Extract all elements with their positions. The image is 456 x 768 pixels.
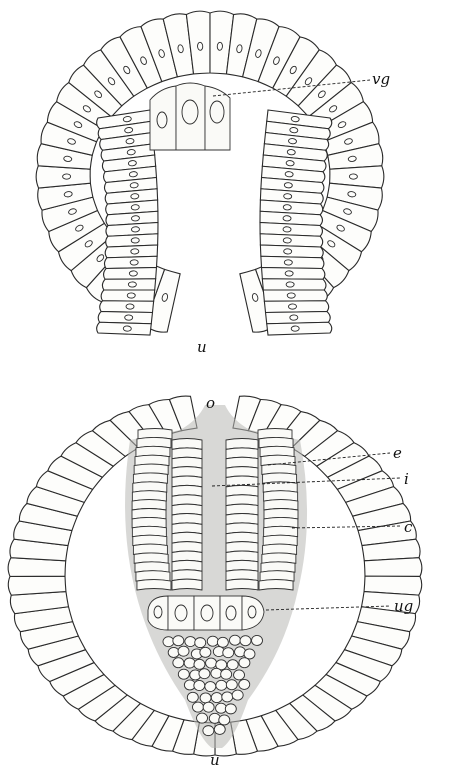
column-cell xyxy=(259,580,293,590)
yolk-cell xyxy=(194,659,205,669)
yolk-cell xyxy=(194,680,205,690)
yolk-cell xyxy=(178,669,189,679)
yolk-cell xyxy=(229,635,240,645)
yolk-cell xyxy=(211,668,222,678)
top-embryo: vg u xyxy=(36,11,390,356)
yolk-cell xyxy=(223,648,234,658)
yolk-cell xyxy=(219,715,230,725)
yolk-cell xyxy=(185,637,196,647)
yolk-cell xyxy=(206,658,217,668)
yolk-cell xyxy=(216,680,227,690)
endoderm-cell xyxy=(102,279,155,290)
endoderm-cell xyxy=(105,245,157,258)
label-o: o xyxy=(206,394,215,412)
yolk-cell xyxy=(163,637,174,647)
label-u-top: u xyxy=(197,338,207,356)
endoderm-cell xyxy=(100,301,154,313)
outer-cell-layer xyxy=(36,11,384,332)
yolk-cell xyxy=(184,658,195,668)
label-e: e xyxy=(393,444,402,462)
yolk-cell xyxy=(221,669,232,679)
ectoderm-cell xyxy=(364,558,422,577)
yolk-cell xyxy=(232,690,243,700)
yolk-cell xyxy=(217,637,228,647)
yolk-cell xyxy=(214,724,225,734)
yolk-cell xyxy=(207,636,218,646)
label-ug: ug xyxy=(394,597,413,615)
yolk-cell xyxy=(195,638,206,648)
yolk-cell xyxy=(205,682,216,692)
yolk-cell xyxy=(200,647,211,657)
yolk-cell xyxy=(200,693,211,703)
yolk-cell xyxy=(178,646,189,656)
label-i: i xyxy=(404,470,409,488)
yolk-cell xyxy=(226,680,237,690)
yolk-cell xyxy=(240,636,251,646)
label-vg: vg xyxy=(372,70,390,88)
yolk-cell xyxy=(239,658,250,668)
yolk-cell xyxy=(168,647,179,657)
label-u-bottom: u xyxy=(210,751,220,768)
yolk-cell xyxy=(192,702,203,712)
yolk-cell xyxy=(227,660,238,670)
endoderm-cell xyxy=(101,290,155,301)
endoderm-cell xyxy=(104,256,157,268)
yolk-cell xyxy=(239,679,250,689)
yolk-cell xyxy=(225,704,236,714)
column-cell xyxy=(226,579,258,590)
label-c: c xyxy=(404,518,413,536)
yolk-cell xyxy=(203,702,214,712)
yolk-cell xyxy=(197,713,208,723)
yolk-cell xyxy=(203,726,214,736)
ug-cell-row xyxy=(148,596,264,630)
column-cell xyxy=(172,579,202,590)
yolk-cell xyxy=(173,658,184,668)
yolk-cell xyxy=(173,636,184,646)
endoderm-cell xyxy=(104,268,157,280)
yolk-cell xyxy=(211,693,222,703)
yolk-cell xyxy=(252,635,263,645)
yolk-cell xyxy=(187,692,198,702)
yolk-cell xyxy=(234,670,245,680)
vegetative-cells xyxy=(150,83,230,150)
yolk-cell xyxy=(222,692,233,702)
endoderm-cell xyxy=(97,322,152,335)
ectoderm-cell xyxy=(8,576,66,595)
bottom-embryo: o e i c ug u xyxy=(8,394,422,768)
column-cell xyxy=(137,580,171,590)
yolk-cell xyxy=(199,669,210,679)
